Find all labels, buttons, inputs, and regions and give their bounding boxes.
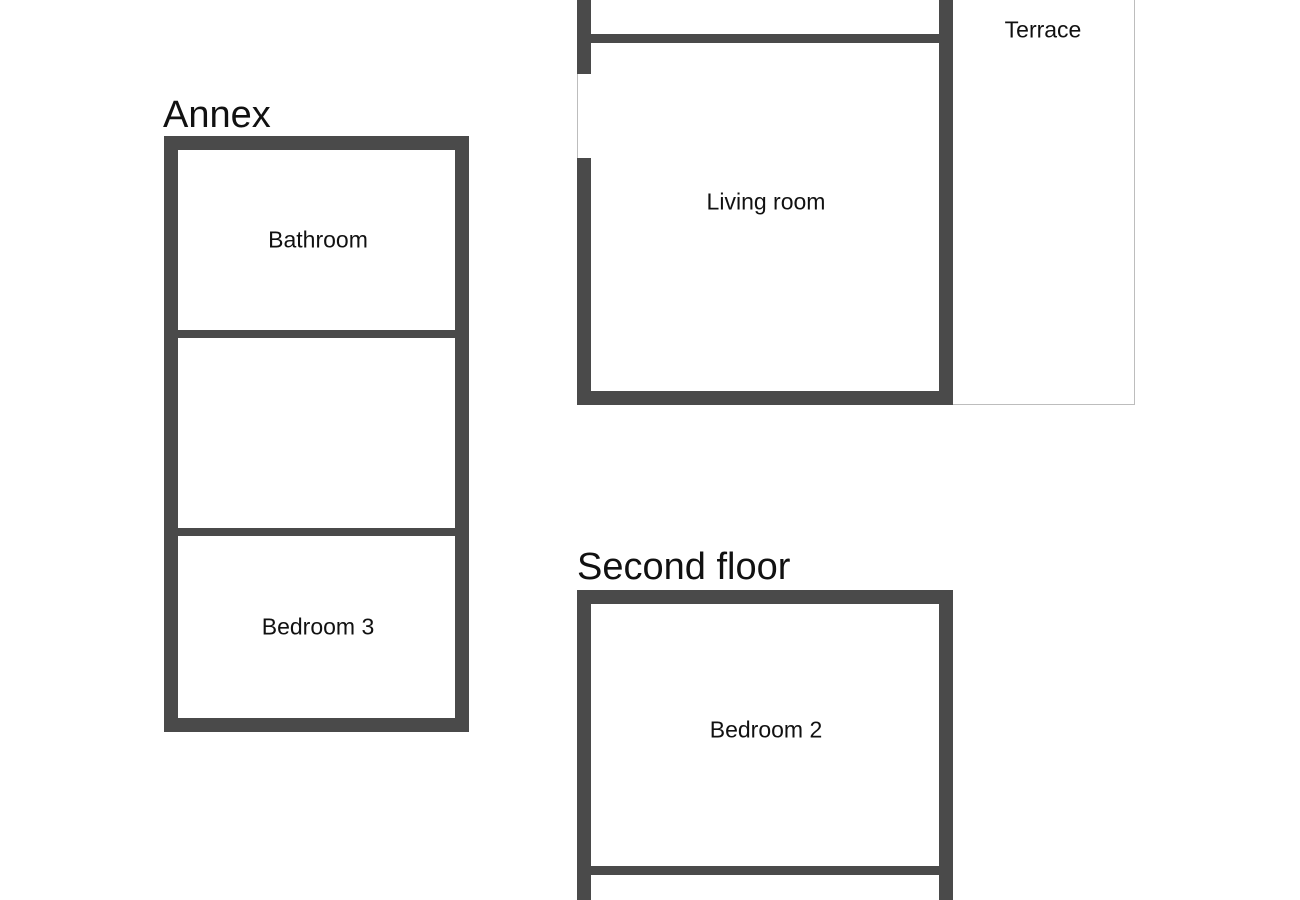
second-floor-wall-left xyxy=(577,590,591,900)
second-floor-wall-top xyxy=(577,590,953,604)
annex-wall-right xyxy=(455,136,469,732)
room-label-terrace: Terrace xyxy=(1004,16,1082,43)
terrace-edge-bottom xyxy=(953,404,1135,405)
living-wall-left-lower xyxy=(577,158,591,405)
room-label-bedroom-3: Bedroom 3 xyxy=(261,613,375,640)
room-label-bathroom: Bathroom xyxy=(268,226,368,253)
annex-divider-lower xyxy=(178,528,455,536)
living-wall-bottom xyxy=(577,391,953,405)
annex-wall-left xyxy=(164,136,178,732)
upper-room-wall-right xyxy=(939,0,953,36)
living-wall-top-partition xyxy=(577,34,953,43)
annex-wall-bottom xyxy=(164,718,469,732)
annex-divider-upper xyxy=(178,330,455,338)
upper-room-wall-left xyxy=(577,0,591,36)
living-door-opening xyxy=(577,74,578,160)
terrace-edge-right xyxy=(1134,0,1135,405)
annex-title: Annex xyxy=(163,94,271,136)
annex-wall-top xyxy=(164,136,469,150)
room-label-living-room: Living room xyxy=(706,188,826,215)
living-wall-right xyxy=(939,34,953,405)
second-floor-divider xyxy=(591,866,939,875)
second-floor-title: Second floor xyxy=(577,546,791,588)
room-label-bedroom-2: Bedroom 2 xyxy=(709,716,823,743)
second-floor-wall-right xyxy=(939,590,953,900)
living-wall-left-upper xyxy=(577,34,591,74)
